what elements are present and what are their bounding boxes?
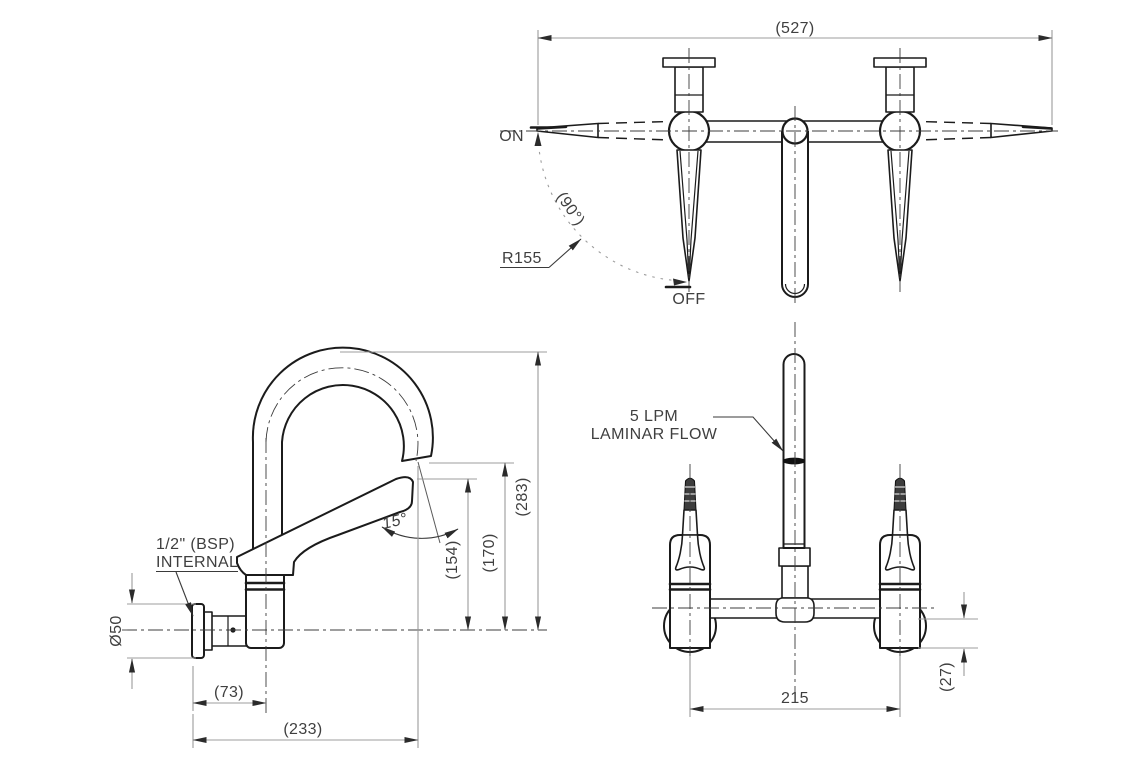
svg-text:(283): (283) bbox=[514, 477, 531, 516]
dim-wall-to-riser: (73) bbox=[192, 666, 267, 711]
radius-callout: R155 bbox=[500, 238, 582, 269]
thread-note: 1/2" (BSP) INTERNAL bbox=[156, 536, 238, 617]
spout-tee-front bbox=[775, 353, 815, 623]
on-label: ON bbox=[499, 128, 524, 145]
flow-note: 5 LPM LAMINAR FLOW bbox=[591, 408, 784, 452]
dim-527-label: (527) bbox=[775, 20, 814, 37]
laminar-flow-band bbox=[782, 457, 806, 465]
top-plan-view: (527) ON OFF (90°) R155 bbox=[499, 20, 1058, 308]
dim-overall-height: (283) bbox=[340, 351, 547, 631]
side-view: 15° (283) (170) (154) Ø50 bbox=[108, 346, 547, 748]
svg-text:Ø50: Ø50 bbox=[108, 615, 125, 646]
wall-connection-side bbox=[191, 603, 252, 659]
dim-flange-diameter: Ø50 bbox=[108, 573, 196, 689]
flow-note-line1: 5 LPM bbox=[630, 408, 678, 425]
front-view: 215 (27) 5 LPM LAMINAR FLOW bbox=[591, 322, 978, 717]
dim-manifold-offset: (27) bbox=[918, 592, 978, 692]
thread-note-line2: INTERNAL bbox=[156, 554, 238, 571]
svg-text:(154): (154) bbox=[444, 540, 461, 579]
thread-note-line1: 1/2" (BSP) bbox=[156, 536, 235, 553]
right-handle-on-phantom bbox=[918, 120, 1053, 141]
tilt-angle-label: 15° bbox=[381, 510, 410, 533]
svg-text:(73): (73) bbox=[214, 684, 244, 701]
off-label: OFF bbox=[672, 291, 705, 308]
gooseneck-spout bbox=[251, 346, 434, 561]
dim-outlet-height: (170) bbox=[429, 462, 514, 631]
dim-valve-centres: 215 bbox=[689, 656, 901, 717]
swing-angle-label: (90°) bbox=[548, 177, 597, 237]
flow-note-line2: LAMINAR FLOW bbox=[591, 426, 718, 443]
handle-tilt-construction: 15° bbox=[381, 461, 459, 544]
handle-swing-arc bbox=[529, 126, 692, 289]
r155-label: R155 bbox=[502, 250, 542, 267]
svg-text:(170): (170) bbox=[481, 533, 498, 572]
lever-handle-side bbox=[236, 476, 414, 576]
svg-text:(27): (27) bbox=[938, 662, 955, 692]
svg-text:215: 215 bbox=[781, 690, 809, 707]
dim-handle-height: (154) bbox=[417, 478, 477, 631]
svg-text:(233): (233) bbox=[283, 721, 322, 738]
dim-wall-to-outlet: (233) bbox=[192, 466, 419, 748]
dim-overall-width: (527) bbox=[537, 20, 1053, 125]
